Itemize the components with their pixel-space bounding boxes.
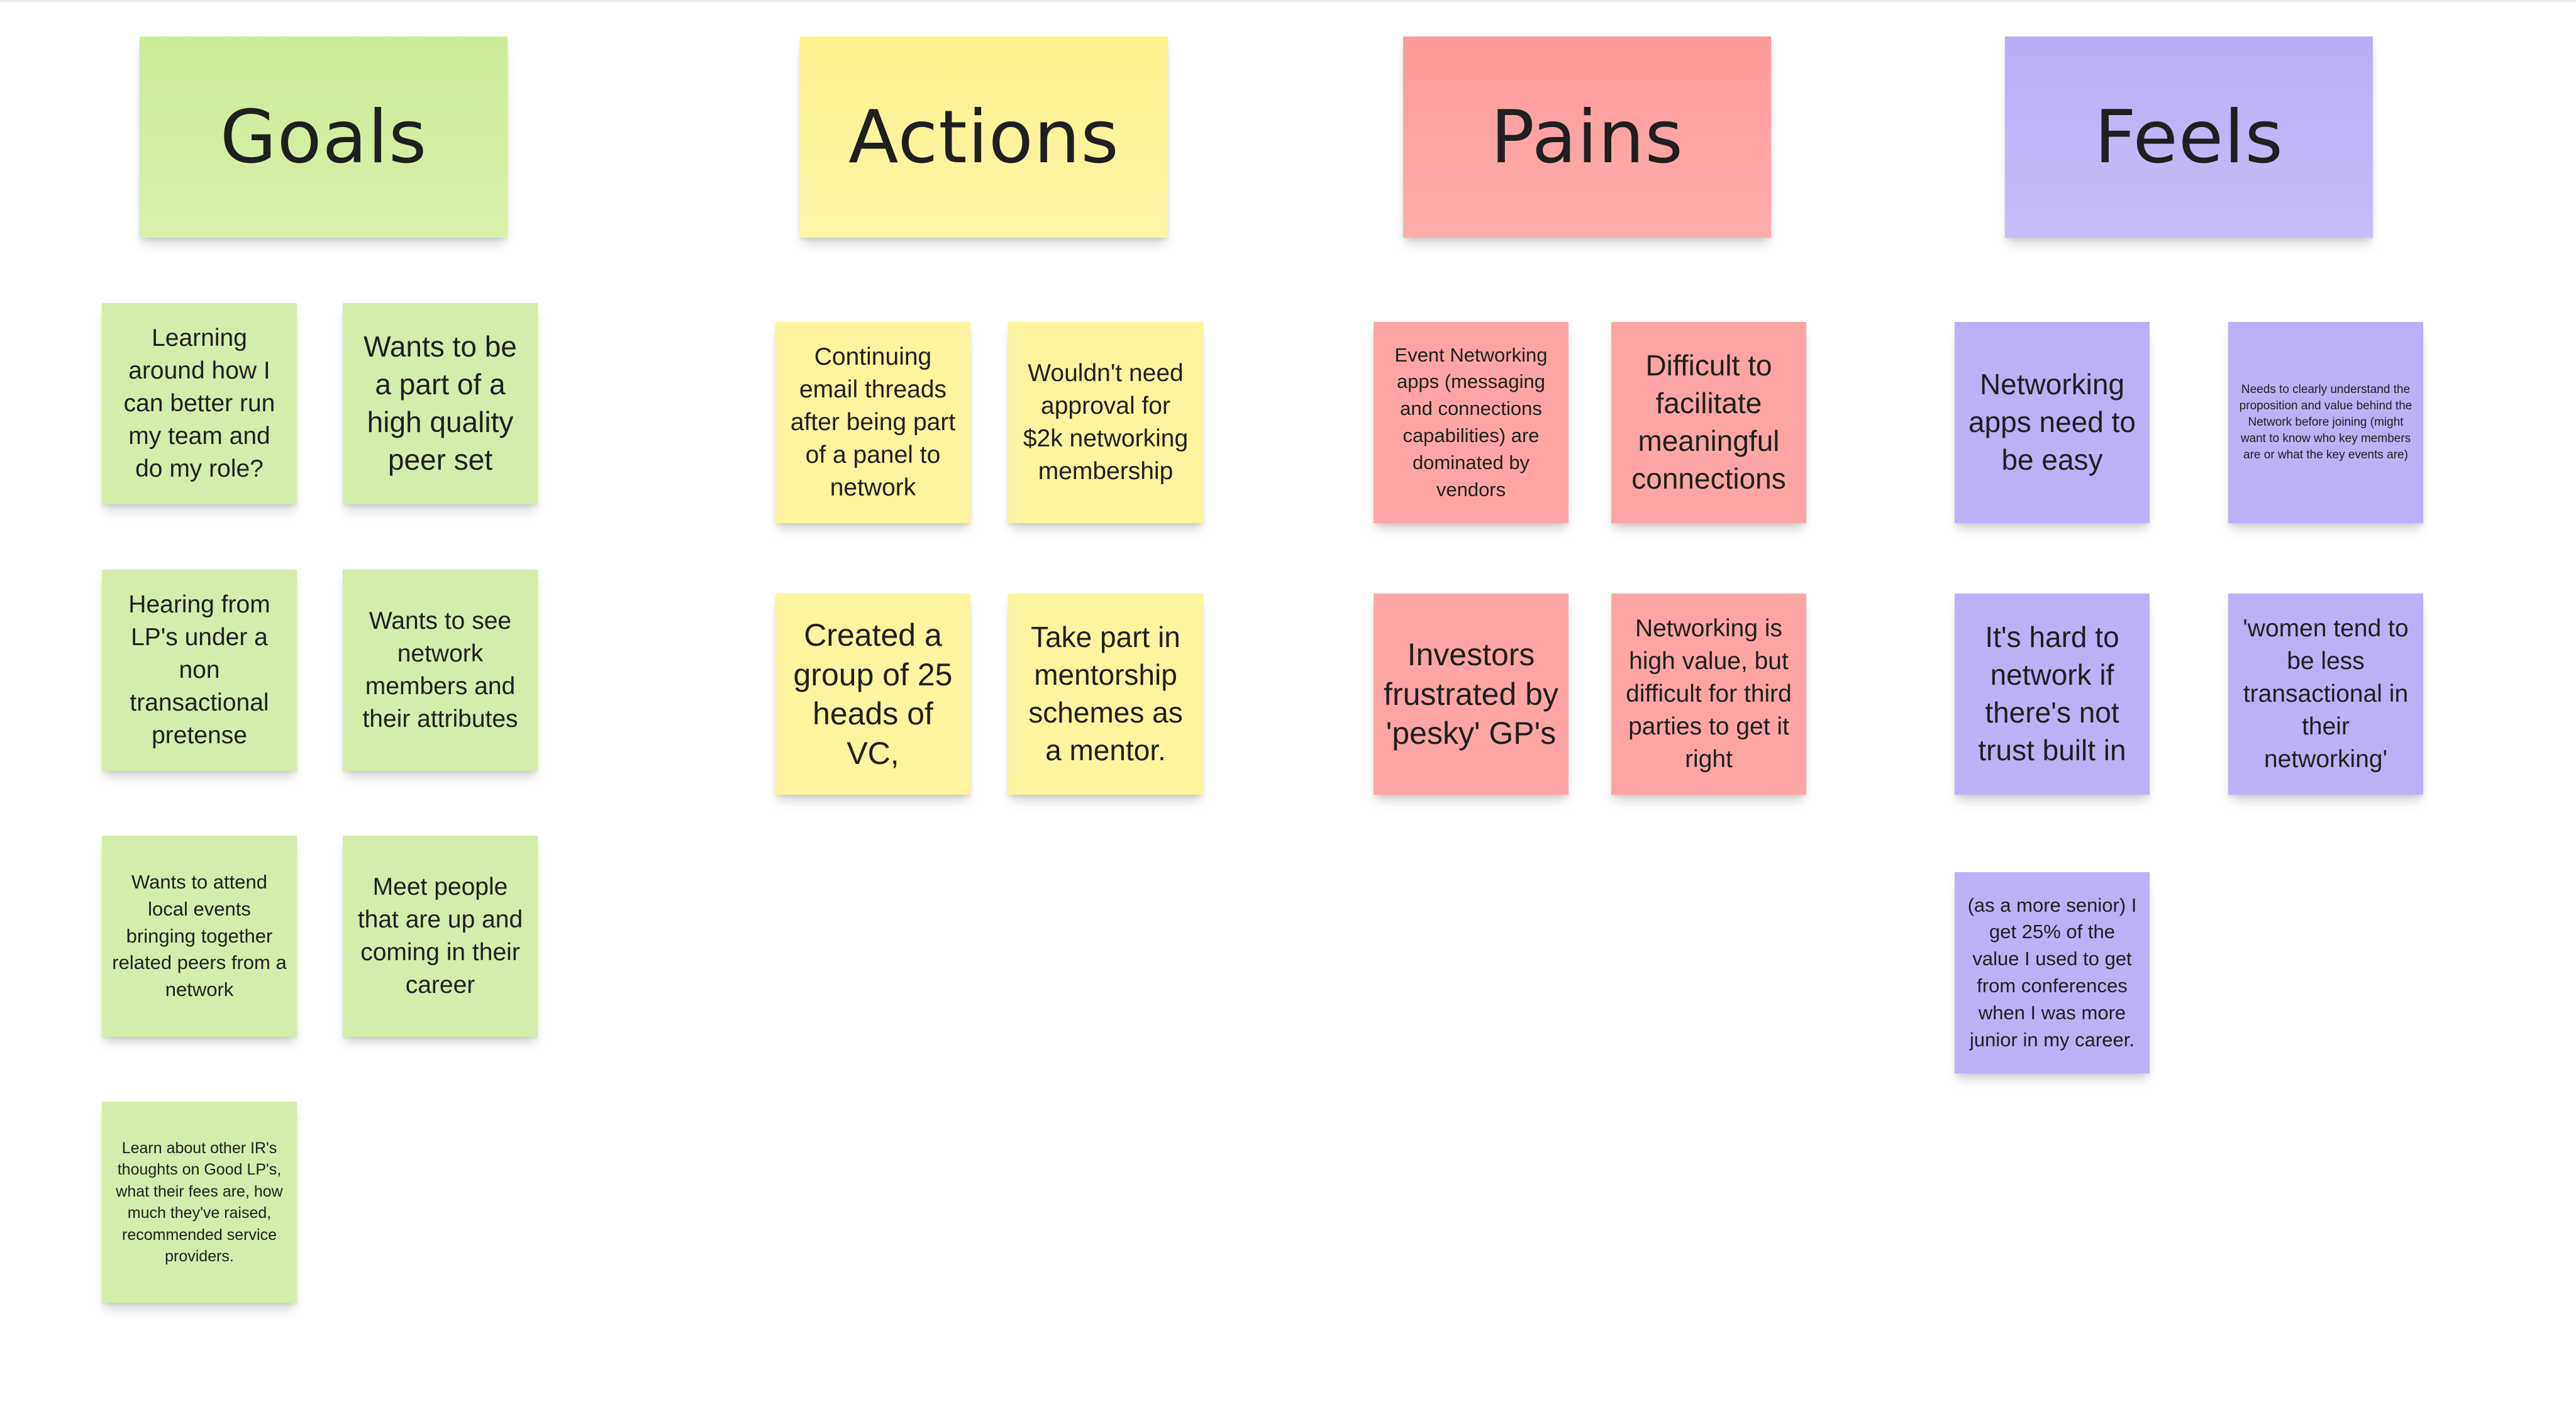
goal-note-text: Wants to attend local events bringing to… (112, 871, 287, 1001)
goal-note-text: Learning around how I can better run my … (123, 324, 275, 482)
feel-note-text: 'women tend to be less transactional in … (2243, 615, 2409, 773)
feel-note-text: Networking apps need to be easy (1968, 368, 2136, 476)
goals-header-sticky[interactable]: Goals (140, 36, 508, 238)
feels-header-sticky[interactable]: Feels (2005, 36, 2373, 238)
actions-header-sticky[interactable]: Actions (800, 36, 1168, 238)
goal-sticky-note[interactable]: Wants to attend local events bringing to… (102, 836, 297, 1037)
canvas-top-border (0, 0, 2576, 2)
feel-sticky-note[interactable]: Needs to clearly understand the proposit… (2228, 322, 2423, 523)
pain-sticky-note[interactable]: Networking is high value, but difficult … (1611, 594, 1806, 795)
pain-sticky-note[interactable]: Event Networking apps (messaging and con… (1374, 322, 1568, 523)
action-sticky-note[interactable]: Wouldn't need approval for $2k networkin… (1008, 322, 1203, 523)
pain-note-text: Investors frustrated by 'pesky' GP's (1384, 637, 1558, 751)
feel-sticky-note[interactable]: It's hard to network if there's not trus… (1955, 594, 2150, 795)
action-note-text: Continuing email threads after being par… (790, 343, 956, 501)
goal-note-text: Wants to see network members and their a… (362, 607, 518, 733)
action-note-text: Take part in mentorship schemes as a men… (1028, 621, 1183, 766)
pain-note-text: Event Networking apps (messaging and con… (1394, 343, 1548, 501)
goal-note-text: Learn about other IR's thoughts on Good … (116, 1139, 283, 1266)
feel-sticky-note[interactable]: Networking apps need to be easy (1955, 322, 2150, 523)
goal-sticky-note[interactable]: Hearing from LP's under a non transactio… (102, 570, 297, 771)
goal-sticky-note[interactable]: Wants to be a part of a high quality pee… (343, 303, 538, 504)
pains-header-sticky[interactable]: Pains (1403, 36, 1771, 238)
feel-note-text: Needs to clearly understand the proposit… (2239, 383, 2412, 462)
feel-sticky-note[interactable]: (as a more senior) I get 25% of the valu… (1955, 872, 2150, 1073)
goal-note-text: Meet people that are up and coming in th… (357, 873, 523, 999)
goal-sticky-note[interactable]: Learn about other IR's thoughts on Good … (102, 1102, 297, 1303)
goal-sticky-note[interactable]: Meet people that are up and coming in th… (343, 836, 538, 1037)
action-sticky-note[interactable]: Take part in mentorship schemes as a men… (1008, 594, 1203, 795)
feel-sticky-note[interactable]: 'women tend to be less transactional in … (2228, 594, 2423, 795)
pains-header-label: Pains (1490, 94, 1684, 180)
action-note-text: Created a group of 25 heads of VC, (793, 617, 953, 771)
pain-note-text: Networking is high value, but difficult … (1626, 615, 1792, 773)
goal-note-text: Wants to be a part of a high quality pee… (364, 330, 517, 476)
pain-sticky-note[interactable]: Investors frustrated by 'pesky' GP's (1374, 594, 1568, 795)
action-sticky-note[interactable]: Created a group of 25 heads of VC, (775, 594, 970, 795)
goal-sticky-note[interactable]: Learning around how I can better run my … (102, 303, 297, 504)
feel-note-text: It's hard to network if there's not trus… (1978, 621, 2126, 766)
feels-header-label: Feels (2094, 94, 2284, 180)
goal-note-text: Hearing from LP's under a non transactio… (128, 591, 270, 749)
goals-header-label: Goals (219, 94, 428, 180)
pain-note-text: Difficult to facilitate meaningful conne… (1631, 349, 1786, 495)
pain-sticky-note[interactable]: Difficult to facilitate meaningful conne… (1611, 322, 1806, 523)
feel-note-text: (as a more senior) I get 25% of the valu… (1967, 894, 2137, 1051)
goal-sticky-note[interactable]: Wants to see network members and their a… (343, 570, 538, 771)
action-note-text: Wouldn't need approval for $2k networkin… (1023, 360, 1189, 485)
actions-header-label: Actions (848, 94, 1119, 180)
action-sticky-note[interactable]: Continuing email threads after being par… (775, 322, 970, 523)
